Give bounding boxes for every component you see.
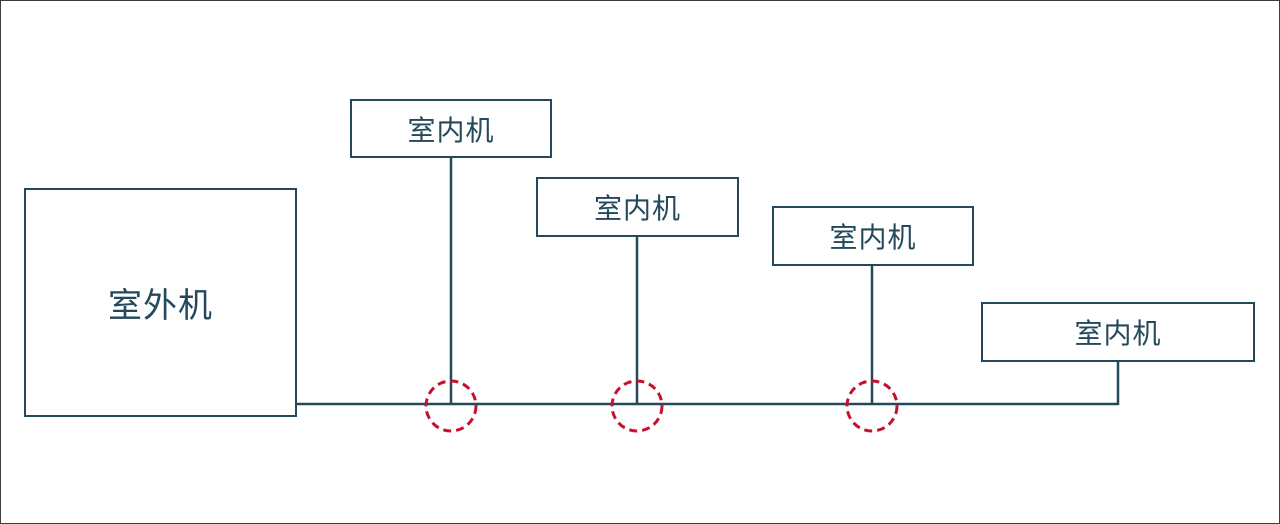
joint-highlight-1 (424, 379, 478, 433)
indoor-unit-label: 室内机 (829, 221, 917, 254)
joint-highlight-3 (845, 379, 899, 433)
joint-highlight-2 (610, 379, 664, 433)
indoor-unit-label: 室内机 (593, 192, 681, 225)
outdoor-unit-label: 室外机 (108, 286, 213, 326)
indoor-unit-box-3: 室内机 (772, 206, 974, 266)
indoor-unit-box-1: 室内机 (350, 99, 552, 158)
outdoor-unit-box: 室外机 (24, 188, 297, 417)
indoor-unit-label: 室内机 (1074, 317, 1162, 350)
indoor-unit-label: 室内机 (407, 113, 495, 147)
indoor-unit-box-2: 室内机 (536, 177, 739, 237)
indoor-unit-box-4: 室内机 (981, 302, 1255, 362)
